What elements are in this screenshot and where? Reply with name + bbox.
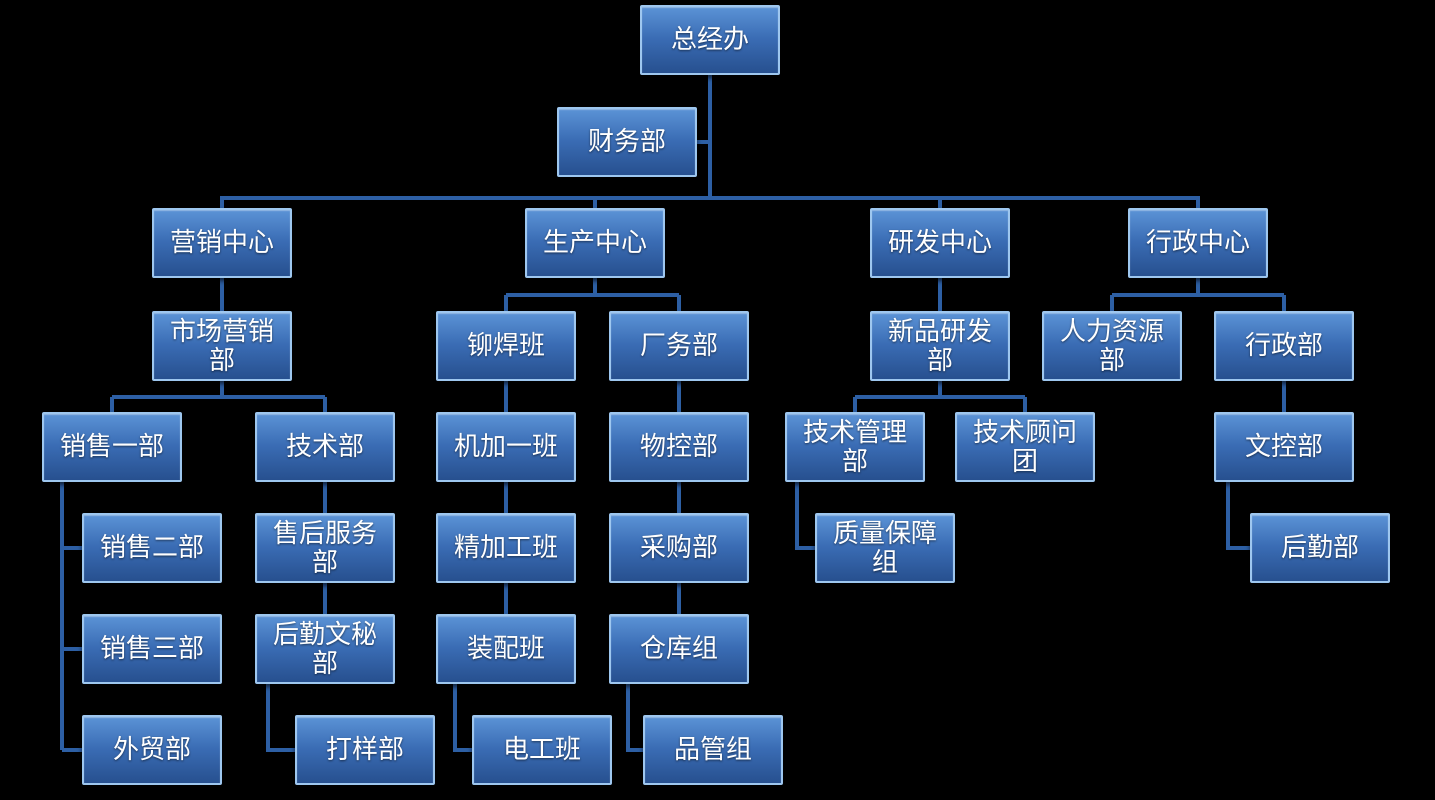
org-node-label: 行政部 bbox=[1244, 330, 1323, 361]
org-node-ji-shu-gu-wen-tuan: 技术顾问 团 bbox=[955, 412, 1095, 482]
org-node-xiao-shou-san-bu: 销售三部 bbox=[82, 614, 222, 684]
org-node-label: 售后服务 部 bbox=[272, 517, 377, 577]
org-node-ren-li-zi-yuan-bu: 人力资源 部 bbox=[1042, 311, 1182, 381]
org-node-label: 财务部 bbox=[587, 126, 666, 157]
org-node-ji-shu-guan-li-bu: 技术管理 部 bbox=[785, 412, 925, 482]
org-node-da-yang-bu: 打样部 bbox=[295, 715, 435, 785]
org-node-xiao-shou-yi-bu: 销售一部 bbox=[42, 412, 182, 482]
org-node-label: 装配班 bbox=[466, 633, 545, 664]
org-node-label: 生产中心 bbox=[542, 227, 647, 258]
org-node-wai-mao-bu: 外贸部 bbox=[82, 715, 222, 785]
org-node-label: 销售三部 bbox=[99, 633, 204, 664]
org-node-label: 后勤文秘 部 bbox=[272, 618, 377, 678]
org-node-label: 文控部 bbox=[1244, 431, 1323, 462]
org-node-label: 电工班 bbox=[502, 734, 581, 765]
org-node-hou-qin-bu: 后勤部 bbox=[1250, 513, 1390, 583]
org-node-mao-han-ban: 铆焊班 bbox=[436, 311, 576, 381]
org-node-wu-kong-bu: 物控部 bbox=[609, 412, 749, 482]
org-node-label: 机加一班 bbox=[453, 431, 558, 462]
org-node-label: 技术管理 部 bbox=[802, 416, 907, 476]
org-node-chang-wu-bu: 厂务部 bbox=[609, 311, 749, 381]
org-node-dian-gong-ban: 电工班 bbox=[472, 715, 612, 785]
org-node-label: 销售二部 bbox=[99, 532, 204, 563]
org-node-xiao-shou-er-bu: 销售二部 bbox=[82, 513, 222, 583]
org-node-label: 采购部 bbox=[639, 532, 718, 563]
org-node-wen-kong-bu: 文控部 bbox=[1214, 412, 1354, 482]
org-node-label: 技术部 bbox=[285, 431, 364, 462]
org-node-label: 品管组 bbox=[673, 734, 752, 765]
org-node-label: 铆焊班 bbox=[466, 330, 545, 361]
org-node-yan-fa-zhong-xin: 研发中心 bbox=[870, 208, 1010, 278]
org-node-label: 研发中心 bbox=[887, 227, 992, 258]
org-node-label: 市场营销 部 bbox=[169, 315, 274, 375]
org-node-jing-jia-gong-ban: 精加工班 bbox=[436, 513, 576, 583]
org-node-ji-jia-yi-ban: 机加一班 bbox=[436, 412, 576, 482]
org-node-pin-guan-zu: 品管组 bbox=[643, 715, 783, 785]
org-node-label: 厂务部 bbox=[639, 330, 718, 361]
org-node-xing-zheng-zhong-xin: 行政中心 bbox=[1128, 208, 1268, 278]
org-node-zhi-liang-bao-zhang-zu: 质量保障 组 bbox=[815, 513, 955, 583]
org-node-label: 销售一部 bbox=[59, 431, 164, 462]
org-node-label: 人力资源 部 bbox=[1059, 315, 1164, 375]
org-node-shi-chang-ying-xiao-bu: 市场营销 部 bbox=[152, 311, 292, 381]
org-node-label: 打样部 bbox=[325, 734, 404, 765]
org-node-label: 行政中心 bbox=[1145, 227, 1250, 258]
org-node-label: 物控部 bbox=[639, 431, 718, 462]
org-node-label: 仓库组 bbox=[639, 633, 718, 664]
org-node-cai-wu-bu: 财务部 bbox=[557, 107, 697, 177]
org-node-xin-pin-yan-fa-bu: 新品研发 部 bbox=[870, 311, 1010, 381]
org-node-label: 后勤部 bbox=[1280, 532, 1359, 563]
org-node-xing-zheng-bu: 行政部 bbox=[1214, 311, 1354, 381]
org-node-sheng-chan-zhong-xin: 生产中心 bbox=[525, 208, 665, 278]
org-node-label: 新品研发 部 bbox=[887, 315, 992, 375]
org-node-zong-jing-ban: 总经办 bbox=[640, 5, 780, 75]
org-node-shou-hou-fu-wu-bu: 售后服务 部 bbox=[255, 513, 395, 583]
org-node-label: 质量保障 组 bbox=[832, 517, 937, 577]
org-node-label: 总经办 bbox=[670, 24, 749, 55]
org-node-ying-xiao-zhong-xin: 营销中心 bbox=[152, 208, 292, 278]
org-node-label: 精加工班 bbox=[453, 532, 558, 563]
org-node-cai-gou-bu: 采购部 bbox=[609, 513, 749, 583]
org-node-hou-qin-wen-mi-bu: 后勤文秘 部 bbox=[255, 614, 395, 684]
org-node-label: 技术顾问 团 bbox=[972, 416, 1077, 476]
org-node-cang-ku-zu: 仓库组 bbox=[609, 614, 749, 684]
org-node-label: 营销中心 bbox=[169, 227, 274, 258]
org-node-zhuang-pei-ban: 装配班 bbox=[436, 614, 576, 684]
org-node-label: 外贸部 bbox=[112, 734, 191, 765]
org-node-ji-shu-bu: 技术部 bbox=[255, 412, 395, 482]
